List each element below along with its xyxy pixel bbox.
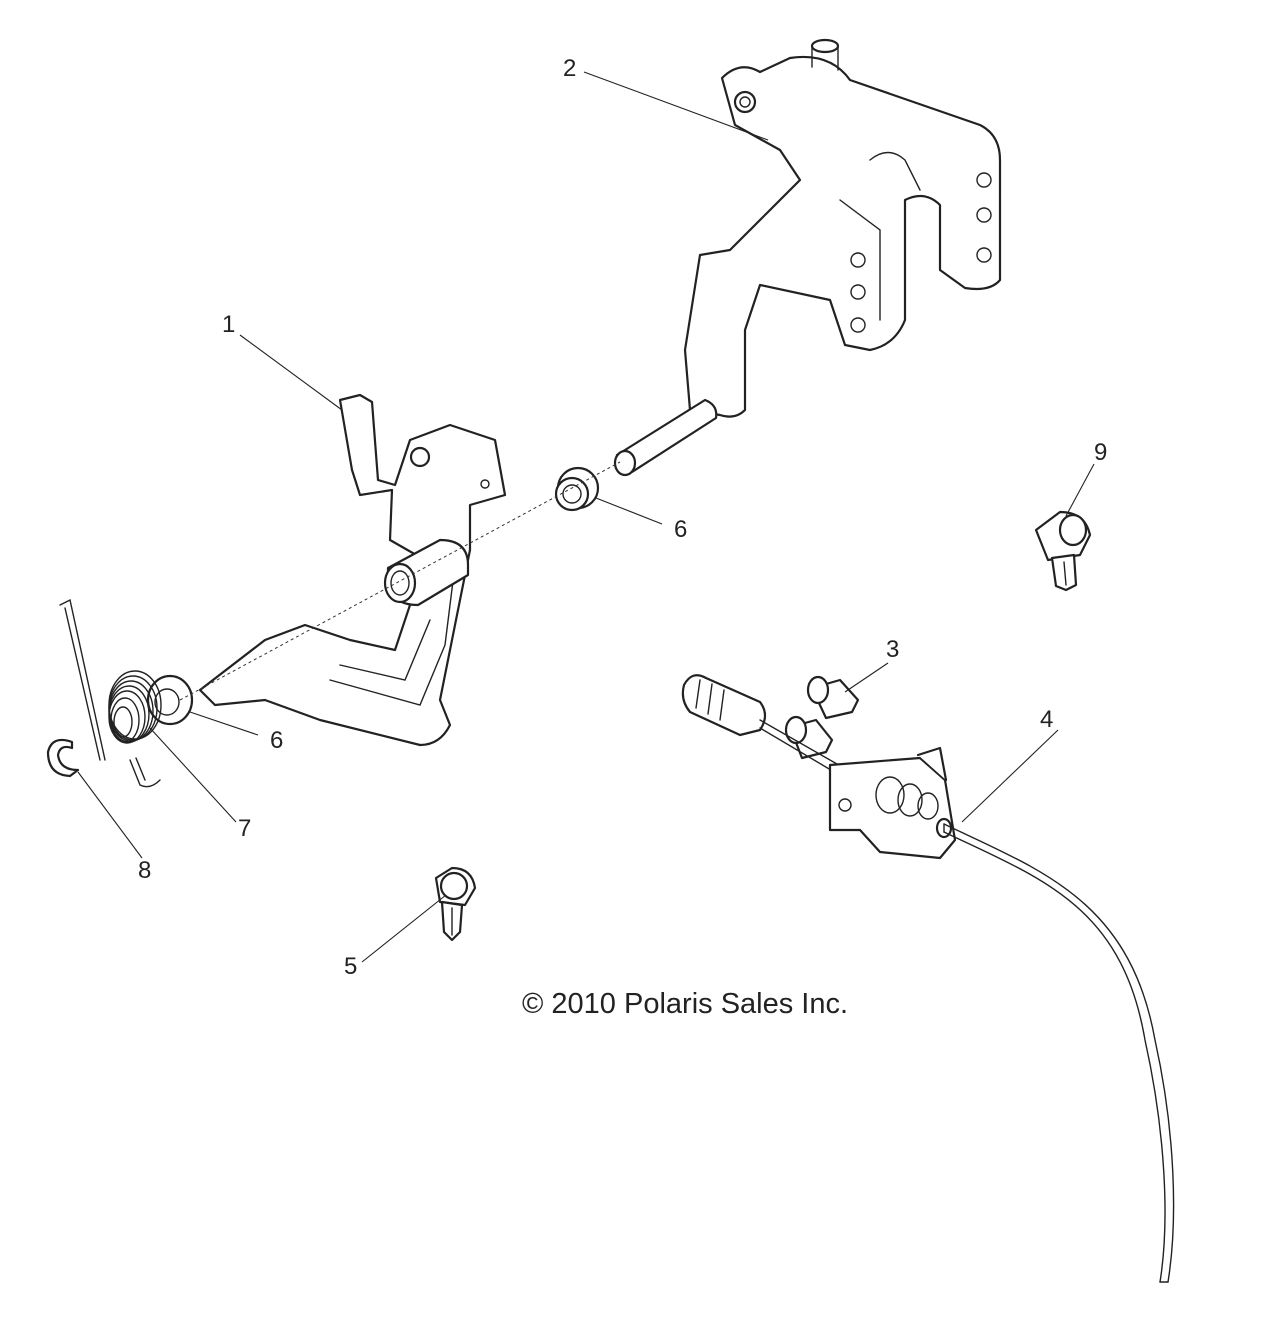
callout-8: 8 [138, 857, 151, 884]
callout-2: 2 [563, 55, 576, 82]
leader-6a [595, 497, 663, 525]
part-2-mounting-bracket [613, 38, 1002, 477]
callouts: 1 2 3 4 5 6 6 7 8 9 [138, 55, 1107, 980]
part-9-cable-clip [1034, 510, 1092, 592]
assembly-axis-line [179, 461, 621, 701]
callout-4: 4 [1040, 706, 1053, 733]
leader-3 [844, 662, 889, 693]
part-5-cable-clip [434, 866, 477, 942]
copyright-notice: © 2010 Polaris Sales Inc. [522, 988, 849, 1020]
leader-5 [361, 894, 447, 963]
leader-4 [961, 729, 1059, 823]
part-4-cable-assembly [681, 674, 1175, 1283]
leader-9 [1065, 463, 1095, 517]
callout-1: 1 [222, 311, 235, 338]
part-7-torsion-spring [59, 598, 162, 788]
leader-1 [239, 334, 343, 411]
leader-7 [149, 727, 237, 823]
callout-3: 3 [886, 636, 899, 663]
leader-8 [77, 771, 143, 859]
callout-7: 7 [238, 815, 251, 842]
part-1-pedal-lever [198, 393, 507, 747]
leader-6b [189, 711, 259, 736]
part-8-e-clip [46, 738, 80, 778]
part-3-clevis-pin-upper [806, 675, 860, 720]
part-6-bushing-upper [554, 466, 600, 512]
leader-lines [77, 71, 1095, 963]
callout-9: 9 [1094, 439, 1107, 466]
callout-6-upper: 6 [674, 516, 687, 543]
part-6-bushing-lower [146, 674, 194, 726]
callout-6-lower: 6 [270, 727, 283, 754]
leader-2 [583, 71, 769, 141]
callout-5: 5 [344, 953, 357, 980]
part-3-clevis-pin-lower [784, 715, 834, 760]
